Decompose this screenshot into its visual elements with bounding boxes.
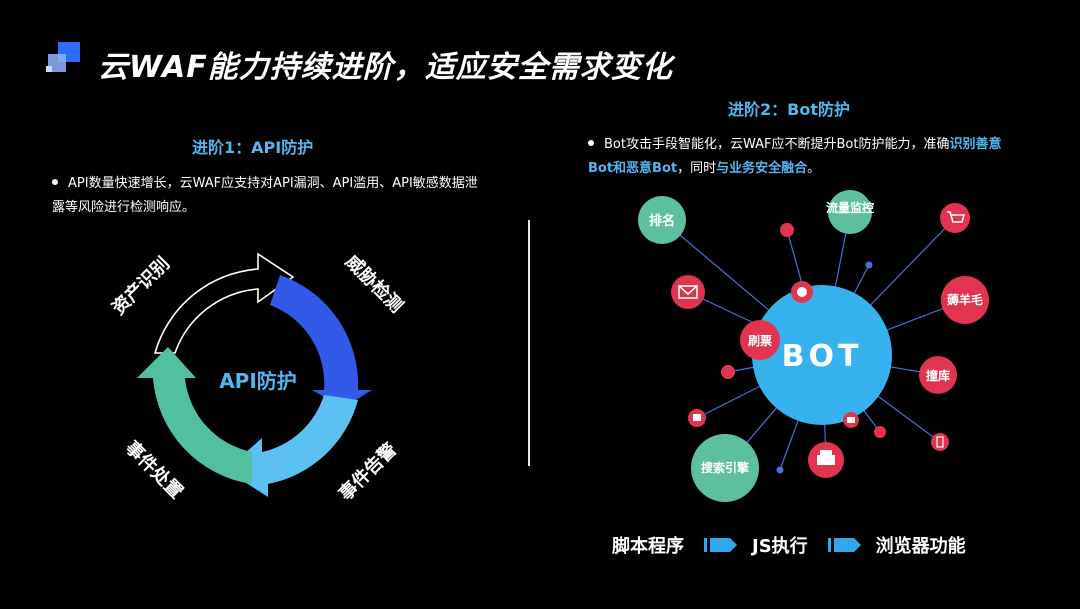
node-wool (941, 276, 989, 324)
bullet-highlight: 与业务安全融合 (716, 161, 808, 176)
node-search-label: 搜索引擎 (701, 460, 749, 475)
section2-bullet: Bot攻击手段智能化，云WAF应不断提升Bot防护能力，准确识别善意Bot和恶意… (588, 133, 1018, 181)
phone-icon (931, 433, 949, 451)
divider (528, 220, 530, 466)
mail-icon (671, 275, 705, 309)
logo-icon (46, 42, 80, 72)
flow-step-browser: 浏览器功能 (875, 536, 966, 557)
section2-title: 进阶2：Bot防护 (728, 100, 850, 119)
page-title: 云WAF能力持续进阶，适应安全需求变化 (98, 50, 673, 85)
section1-bullet: API数量快速增长，云WAF应支持对API漏洞、API滥用、API敏感数据泄露等… (52, 172, 482, 220)
small-dots (776, 223, 886, 474)
printer-icon (808, 442, 844, 478)
flow-arrow-icon (704, 538, 737, 552)
chat-icon (688, 409, 859, 428)
bullet-text: ，同时 (677, 161, 717, 176)
node-crash (919, 356, 957, 394)
cycle-arrow-alert (226, 395, 358, 497)
stage-alert: 事件告警 (335, 439, 401, 505)
cycle-arrow-handle (137, 347, 252, 484)
flow-step-js: JS执行 (752, 536, 808, 557)
flow-step-script: 脚本程序 (612, 536, 684, 557)
pie-icon (721, 281, 813, 379)
bot-core (752, 285, 892, 425)
node-rank-label: 排名 (649, 213, 675, 229)
section1-title: 进阶1：API防护 (192, 138, 314, 157)
section1-bullet-text: API数量快速增长，云WAF应支持对API漏洞、API滥用、API敏感数据泄露等… (52, 176, 478, 215)
node-wool-label: 薅羊毛 (947, 292, 983, 307)
node-rank (638, 196, 686, 244)
api-cycle-diagram: API防护 资产识别 威胁检测 事件告警 事件处置 (108, 251, 408, 505)
bot-evolution-flow: 脚本程序 JS执行 浏览器功能 (612, 530, 966, 560)
node-traffic (828, 190, 872, 234)
bullet-highlight: 识别善意Bot和恶意Bot (588, 137, 1002, 176)
bullet-text: 。 (807, 161, 821, 176)
cart-icon (940, 203, 970, 233)
cycle-center-label: API防护 (219, 369, 297, 393)
node-traffic-label: 流量监控 (826, 200, 874, 215)
flow-arrow-icon (827, 538, 861, 552)
node-crash-label: 撞库 (926, 368, 950, 383)
bullet-text: Bot攻击手段智能化，云WAF应不断提升Bot防护能力，准确 (604, 137, 950, 152)
stage-detect: 威胁检测 (341, 251, 407, 317)
bot-network-diagram: BOT 排名 流量监控 搜索引擎 薅羊毛 刷票 撞库 (638, 190, 989, 502)
bot-label: BOT (782, 339, 863, 374)
node-brush (740, 320, 780, 360)
cycle-arrow-detect (270, 275, 372, 408)
bullet-dot (588, 140, 594, 146)
stage-identify: 资产识别 (108, 253, 174, 319)
stage-handle: 事件处置 (121, 437, 187, 503)
cycle-arrow-identify (153, 252, 295, 354)
node-brush-label: 刷票 (748, 334, 772, 348)
node-search (691, 434, 759, 502)
bullet-dot (52, 179, 58, 185)
